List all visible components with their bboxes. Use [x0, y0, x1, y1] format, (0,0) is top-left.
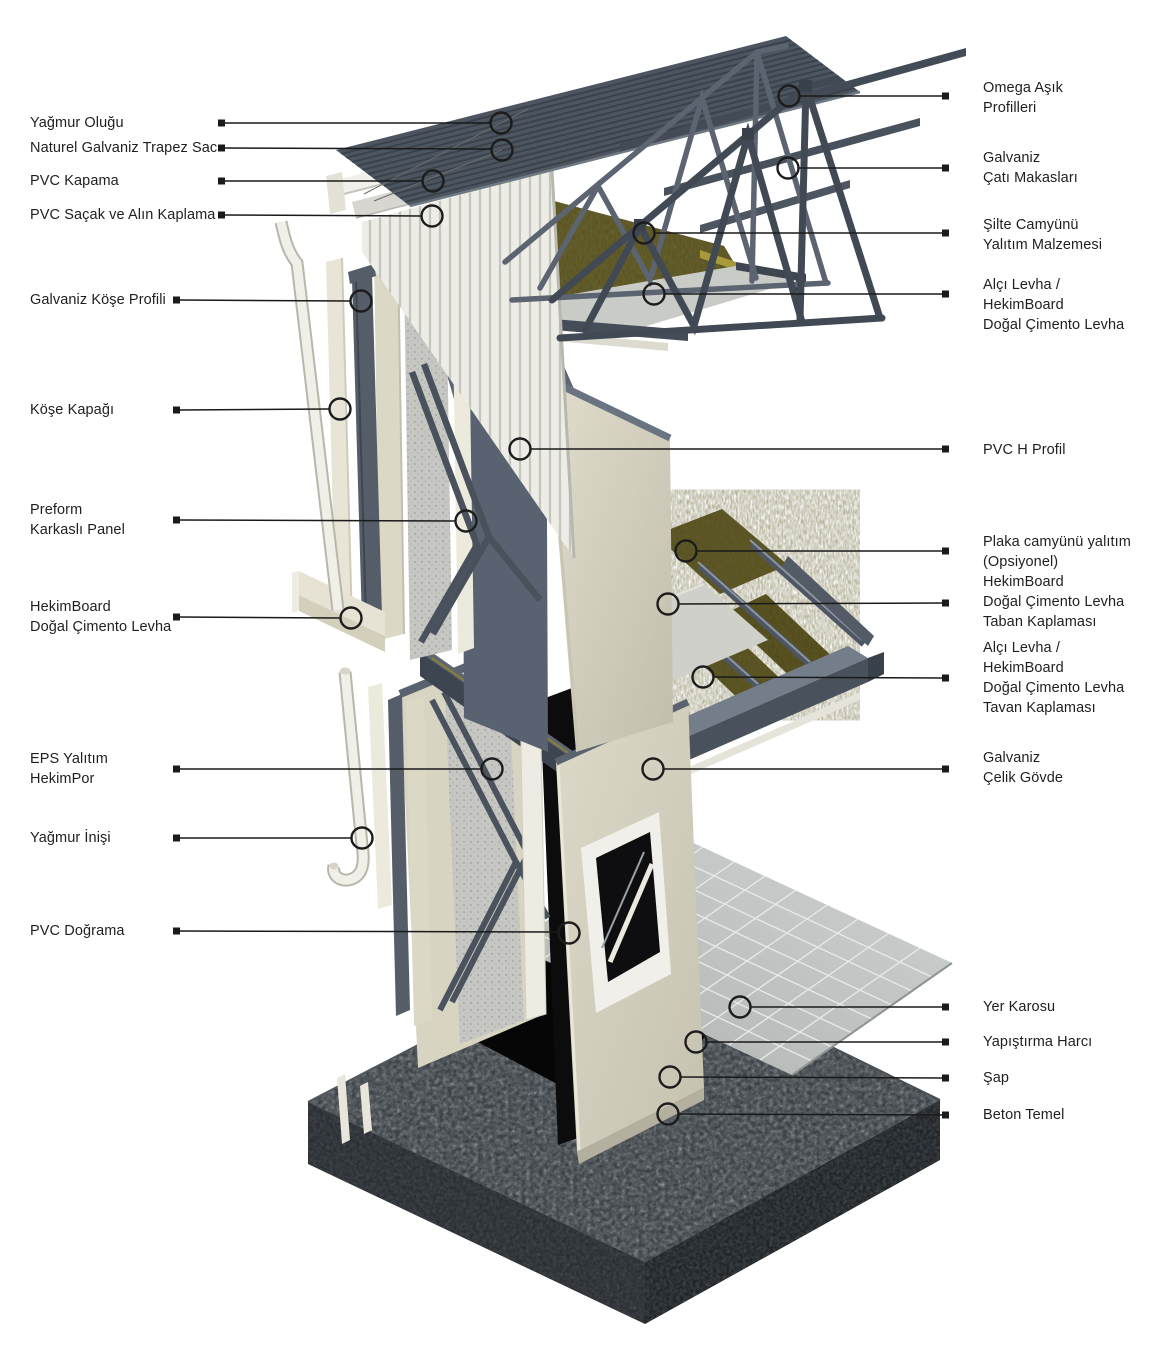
callout-circle — [728, 995, 752, 1019]
label-galvaniz-kose-profili: Galvaniz Köşe Profili — [30, 292, 166, 308]
label-beton-temel: Beton Temel — [983, 1107, 1065, 1123]
callout-circle — [349, 289, 373, 313]
callout-circle — [420, 204, 444, 228]
rain-downpipe-lower — [327, 667, 370, 887]
label-pvc-sacak-ve-alin-kaplama: PVC Saçak ve Alın Kaplama — [30, 207, 216, 223]
label-pvc-kapama: PVC Kapama — [30, 173, 119, 189]
rain-downpipe-upper — [274, 220, 345, 611]
label-preform-karkasli-panel: Preform Karkaslı Panel — [30, 502, 125, 538]
window-sash-bar — [607, 863, 655, 963]
callout-circle — [642, 282, 666, 306]
label-galvaniz-celik-govde: Galvaniz Çelik Gövde — [983, 750, 1064, 786]
strip-stub — [337, 1074, 350, 1144]
label-yagmur-olugu: Yağmur Oluğu — [30, 115, 124, 131]
callout-circle — [632, 221, 656, 245]
callout-circle — [641, 757, 665, 781]
label-yer-karosu: Yer Karosu — [983, 999, 1056, 1015]
callout-circle — [776, 156, 800, 180]
leader-dots — [173, 92, 949, 1119]
galvanized-corner-profile — [352, 274, 382, 622]
leader-lines — [178, 95, 944, 1116]
label-pvc-dograma: PVC Doğrama — [30, 923, 125, 939]
label-galvaniz-cati-makaslari: Galvaniz Çatı Makasları — [983, 150, 1078, 186]
callout-circles — [328, 84, 801, 1126]
callout-circle — [557, 921, 581, 945]
corner-cap-strip — [326, 258, 352, 628]
label-sap: Şap — [983, 1070, 1010, 1086]
strip-stub — [360, 1082, 372, 1134]
callout-circle — [489, 111, 513, 135]
outer-cement-board — [374, 252, 404, 640]
label-omega-asik-profilleri: Omega Aşık Profilleri — [983, 80, 1063, 116]
callout-circle — [684, 1030, 708, 1054]
lower-corner-cap — [368, 683, 392, 909]
label-kose-kapagi: Köşe Kapağı — [30, 402, 115, 418]
label-hekimboard-dogal-cimento-levha: HekimBoard Doğal Çimento Levha — [30, 599, 172, 635]
label-yapistirma-harci: Yapıştırma Harcı — [983, 1034, 1093, 1050]
lower-corner-board — [406, 696, 432, 1026]
upper-steel-braces — [408, 362, 543, 644]
window-door-panel — [554, 698, 704, 1164]
callout-circle — [777, 84, 801, 108]
preform-panel — [545, 378, 673, 752]
callout-circle — [656, 1102, 680, 1126]
callout-circle — [691, 665, 715, 689]
callout-circle — [658, 1065, 682, 1089]
label-plaka-camyunu-yalitim: Plaka camyünü yalıtım (Opsiyonel) — [983, 534, 1131, 570]
window-glass — [596, 832, 660, 982]
callout-circle — [339, 606, 363, 630]
callout-circle — [656, 592, 680, 616]
callout-circle — [490, 138, 514, 162]
label-pvc-h-profil: PVC H Profil — [983, 442, 1066, 458]
callout-circle — [421, 169, 445, 193]
callout-circle — [480, 757, 504, 781]
label-eps-yalitim-hekimpor: EPS Yalıtım HekimPor — [30, 751, 108, 787]
label-alci-levha-hekimboard: Alçı Levha / HekimBoard Doğal Çimento Le… — [983, 277, 1125, 333]
callout-circle — [454, 509, 478, 533]
label-tavan-kaplamasi: Alçı Levha / HekimBoard Doğal Çimento Le… — [983, 640, 1125, 716]
label-taban-kaplamasi: HekimBoard Doğal Çimento Levha Taban Kap… — [983, 574, 1125, 630]
callout-circle — [350, 826, 374, 850]
callout-circle — [674, 539, 698, 563]
callout-circle — [508, 437, 532, 461]
callout-circle — [328, 397, 352, 421]
label-silte-camyunu-yalitim: Şilte Camyünü Yalıtım Malzemesi — [983, 217, 1103, 253]
ceiling-board — [527, 266, 806, 340]
label-naturel-galvaniz-trapez-sac: Naturel Galvaniz Trapez Sac — [30, 140, 218, 156]
label-yagmur-inisi: Yağmur İnişi — [30, 830, 111, 846]
lower-corner-profile — [388, 694, 410, 1016]
